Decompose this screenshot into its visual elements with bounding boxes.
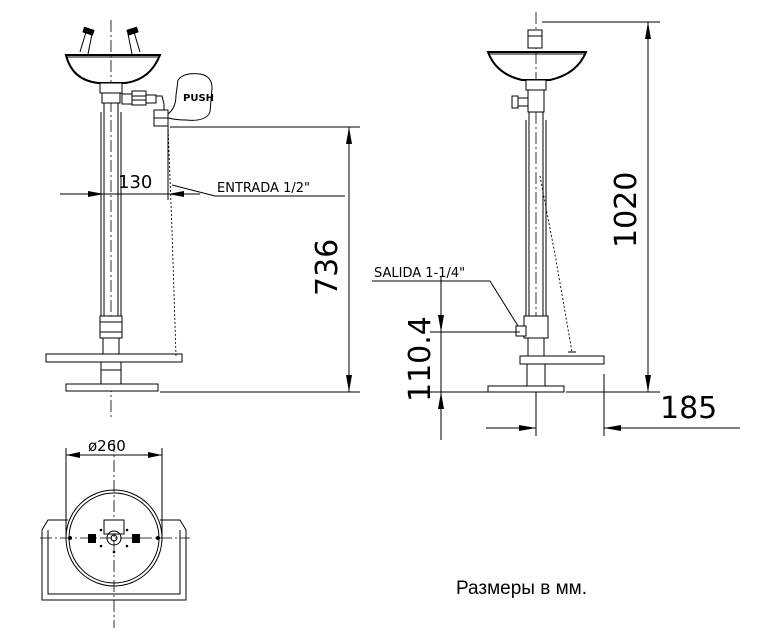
units-caption: Размеры в мм.	[456, 578, 588, 599]
front-view: PUSH 130 ENTRADA 1/2"	[45, 20, 360, 420]
dim-dia-260-label: ø260	[88, 437, 126, 455]
right-nozzle-icon	[126, 26, 141, 55]
dim-130-label: 130	[118, 172, 152, 193]
push-label: PUSH	[183, 93, 214, 104]
left-nozzle-icon	[79, 26, 95, 55]
dim-736-label: 736	[310, 239, 345, 296]
dim-110-4-label: 110.4	[403, 316, 438, 402]
dim-185-label: 185	[660, 391, 717, 426]
top-view: ø260	[40, 437, 190, 628]
side-view: 1020 110.4 SALIDA 1-1/4" 185	[372, 12, 740, 440]
inlet-label: ENTRADA 1/2"	[217, 181, 310, 196]
outlet-label: SALIDA 1-1/4"	[374, 266, 465, 281]
dim-1020-label: 1020	[609, 172, 644, 248]
